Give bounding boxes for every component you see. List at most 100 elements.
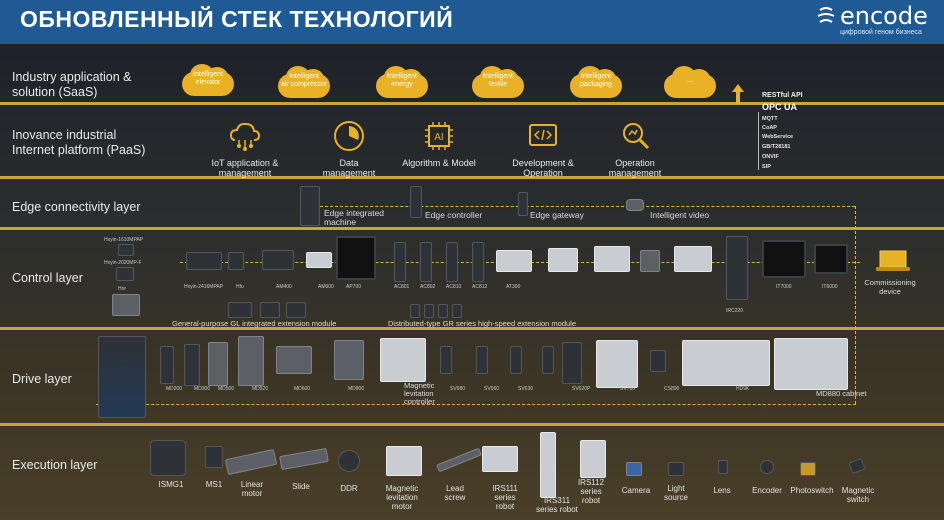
drive-device[interactable] bbox=[476, 346, 488, 374]
layer-divider-edge bbox=[0, 227, 944, 230]
servo-motor[interactable] bbox=[205, 446, 223, 468]
control-tag: AM400 bbox=[276, 284, 292, 290]
drive-device[interactable] bbox=[238, 336, 264, 386]
md880-cabinet-device[interactable] bbox=[774, 338, 848, 390]
edge-controller-label: Edge controller bbox=[425, 210, 483, 220]
ai-chip-icon: AI bbox=[425, 122, 453, 150]
control-tag: Hxyin-2416MPAP bbox=[184, 284, 224, 290]
control-device[interactable] bbox=[228, 252, 244, 270]
extension-module[interactable] bbox=[438, 304, 448, 318]
lens-device[interactable] bbox=[718, 460, 728, 474]
control-tag: Hxyin-2020MP-F bbox=[104, 260, 142, 266]
extension-module[interactable] bbox=[260, 302, 280, 318]
six-axis-robot[interactable] bbox=[540, 432, 556, 498]
paas-iot-application[interactable]: IoT application &management bbox=[200, 118, 290, 178]
drive-device[interactable] bbox=[160, 346, 174, 384]
light-source-device[interactable] bbox=[668, 462, 684, 476]
slide-rail[interactable] bbox=[279, 447, 329, 471]
code-window-icon bbox=[529, 124, 557, 146]
control-device[interactable] bbox=[496, 250, 532, 272]
intelligent-video-camera[interactable] bbox=[626, 199, 644, 211]
drive-bus-modules[interactable] bbox=[98, 336, 146, 418]
control-device[interactable] bbox=[640, 250, 660, 272]
drive-device[interactable] bbox=[562, 342, 582, 384]
control-device[interactable] bbox=[394, 242, 406, 282]
exec-label: Lens bbox=[713, 486, 731, 495]
cloud-more[interactable]: ... bbox=[660, 64, 720, 98]
exec-label: Photoswitch bbox=[790, 486, 834, 495]
control-tag: AT300 bbox=[506, 284, 521, 290]
control-device[interactable] bbox=[112, 294, 140, 316]
photoswitch-device[interactable] bbox=[800, 462, 816, 476]
hmi-screen[interactable] bbox=[814, 244, 848, 274]
brand-name: encode bbox=[840, 2, 928, 30]
brand-logo[interactable]: encode цифровой геном бизнеса bbox=[816, 2, 936, 40]
edge-integrated-machine-device[interactable] bbox=[300, 186, 320, 226]
vertical-dashed-link bbox=[855, 206, 856, 404]
scara-robot[interactable] bbox=[482, 446, 518, 472]
edge-gateway-device[interactable] bbox=[518, 192, 528, 216]
drive-device[interactable] bbox=[650, 350, 666, 372]
drive-device[interactable] bbox=[440, 346, 452, 374]
drive-device[interactable] bbox=[510, 346, 522, 374]
control-device[interactable] bbox=[548, 248, 578, 272]
control-device[interactable] bbox=[186, 252, 222, 270]
magnetic-levitation-controller-device[interactable] bbox=[380, 338, 426, 382]
camera-device[interactable] bbox=[626, 462, 642, 476]
drive-device[interactable] bbox=[208, 342, 228, 386]
laptop-icon[interactable] bbox=[876, 250, 910, 272]
extension-module[interactable] bbox=[286, 302, 306, 318]
drive-tag: CS800 bbox=[664, 386, 680, 392]
hmi-screen[interactable] bbox=[336, 236, 376, 280]
magnetic-switch-device[interactable] bbox=[848, 457, 866, 475]
encoder-device[interactable] bbox=[760, 460, 774, 474]
control-device[interactable] bbox=[674, 246, 712, 272]
drive-device[interactable] bbox=[596, 340, 638, 388]
extension-module[interactable] bbox=[410, 304, 420, 318]
control-tag: AC812 bbox=[472, 284, 488, 290]
extension-module[interactable] bbox=[452, 304, 462, 318]
drive-cabinet[interactable] bbox=[682, 340, 770, 386]
control-device[interactable] bbox=[446, 242, 458, 282]
lead-screw[interactable] bbox=[436, 447, 482, 473]
control-device[interactable] bbox=[306, 252, 332, 268]
ddr-motor[interactable] bbox=[338, 450, 360, 472]
control-device[interactable] bbox=[118, 244, 134, 256]
servo-motor[interactable] bbox=[150, 440, 186, 476]
paas-development-operation[interactable]: Development &Operation bbox=[498, 118, 588, 178]
control-device[interactable] bbox=[116, 267, 134, 281]
saas-layer-label: Industry application & solution (SaaS) bbox=[12, 70, 132, 99]
control-device[interactable] bbox=[472, 242, 484, 282]
industrial-pc[interactable] bbox=[726, 236, 748, 300]
control-layer-label: Control layer bbox=[12, 271, 83, 285]
drive-device[interactable] bbox=[184, 344, 200, 386]
hmi-screen[interactable] bbox=[762, 240, 806, 278]
magnetic-levitation-motor[interactable] bbox=[386, 446, 422, 476]
control-device[interactable] bbox=[594, 246, 630, 272]
drive-device[interactable] bbox=[334, 340, 364, 380]
page-title: ОБНОВЛЕННЫЙ СТЕК ТЕХНОЛОГИЙ bbox=[20, 6, 454, 32]
extension-module[interactable] bbox=[424, 304, 434, 318]
extension-module[interactable] bbox=[228, 302, 252, 318]
linear-motor[interactable] bbox=[224, 448, 278, 476]
exec-label: DDR bbox=[340, 484, 358, 493]
restful-api-label: RESTful API bbox=[762, 92, 803, 99]
control-device[interactable] bbox=[420, 242, 432, 282]
control-device[interactable] bbox=[262, 250, 294, 270]
edge-controller-device[interactable] bbox=[410, 186, 422, 218]
drive-device[interactable] bbox=[542, 346, 554, 374]
scara-robot[interactable] bbox=[580, 440, 606, 478]
drive-device[interactable] bbox=[276, 346, 312, 374]
paas-algorithm-model[interactable]: AI Algorithm & Model bbox=[394, 118, 484, 168]
layer-divider-paas bbox=[0, 176, 944, 179]
